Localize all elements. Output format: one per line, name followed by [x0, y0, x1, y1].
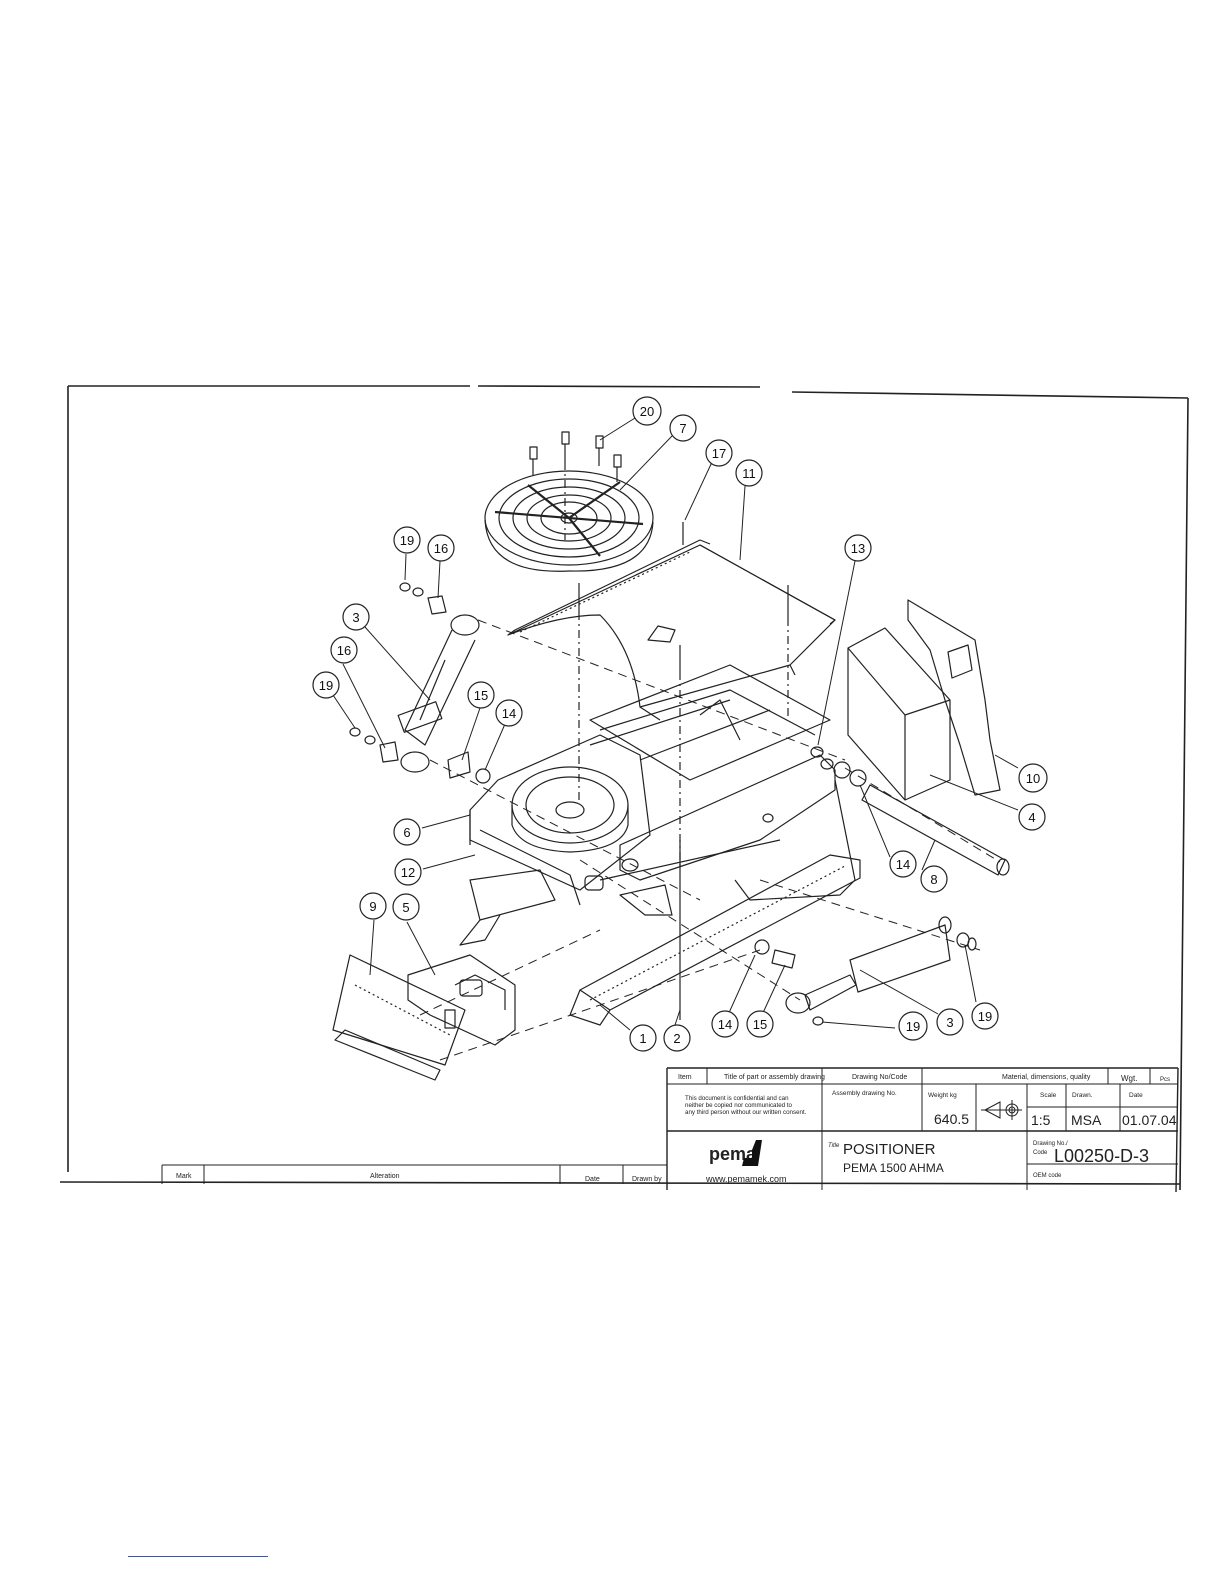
- callout-label: 6: [403, 825, 410, 840]
- tb-header-pcs: Pcs: [1160, 1077, 1170, 1083]
- callout-label: 19: [906, 1019, 920, 1034]
- callout-label: 14: [718, 1017, 732, 1032]
- callout-label: 12: [401, 865, 415, 880]
- tb-scale-label: Scale: [1040, 1092, 1057, 1099]
- tb-header-material: Material, dimensions, quality: [1002, 1074, 1091, 1081]
- cover-part-10: [907, 599, 1001, 796]
- screws-part-17: [578, 522, 789, 870]
- tb-drawn-label: Drawn.: [1072, 1092, 1093, 1099]
- valve-unit-part-5: [407, 954, 516, 1046]
- rev-date-label: Date: [585, 1176, 600, 1183]
- explosion-lines: [419, 619, 1001, 1061]
- tb-header-wgt: Wgt.: [1121, 1074, 1137, 1083]
- tb-scale-value: 1:5: [1031, 1112, 1051, 1128]
- callout-label: 4: [1028, 810, 1035, 825]
- pins-and-rings-left: [349, 582, 491, 784]
- drive-unit-part-12: [584, 875, 673, 916]
- tb-confidential-line-1: This document is confidential and can: [685, 1095, 789, 1102]
- projection-symbol-icon: [981, 1100, 1022, 1120]
- callout-label: 16: [337, 643, 351, 658]
- tb-header-item: Item: [678, 1074, 692, 1081]
- tb-drawing-no-value: L00250-D-3: [1054, 1146, 1149, 1166]
- callout-label: 20: [640, 404, 654, 419]
- tb-assembly-drawing-no-label: Assembly drawing No.: [832, 1090, 897, 1097]
- title-block: Item Title of part or assembly drawing D…: [666, 1067, 1179, 1193]
- pema-logo: pema: [709, 1140, 762, 1166]
- tb-date-value: 01.07.04: [1122, 1112, 1177, 1128]
- callout-label: 15: [753, 1017, 767, 1032]
- pins-and-rings-lower: [754, 939, 796, 969]
- callout-label: 3: [352, 610, 359, 625]
- bolts-part-20: [529, 431, 622, 540]
- callout-label: 19: [400, 533, 414, 548]
- callout-label: 14: [896, 857, 910, 872]
- callout-label: 10: [1026, 771, 1040, 786]
- tb-drawing-no-label-2: Code: [1033, 1150, 1048, 1156]
- callout-label: 19: [978, 1009, 992, 1024]
- callout-label: 1: [639, 1031, 646, 1046]
- fitting-part-13: [810, 746, 824, 758]
- pema-logo-mark-icon: [742, 1140, 762, 1166]
- callout-labels: 20 7 17 11 19 16 3 16 19 15 14 13 10 4 6…: [319, 404, 1040, 1046]
- tb-header-title: Title of part or assembly drawing: [724, 1074, 825, 1081]
- hydraulic-box-part-4: [847, 627, 951, 801]
- drawing-frame: [59, 385, 1189, 1191]
- shaft-part-8: [833, 761, 1010, 876]
- tb-drawing-no-label-1: Drawing No./: [1033, 1141, 1068, 1147]
- base-rails-part-1: [459, 839, 861, 1026]
- callout-leaders: [330, 417, 1019, 1031]
- tilting-frame-part-6: [469, 734, 651, 906]
- callout-label: 5: [402, 900, 409, 915]
- callout-label: 7: [679, 421, 686, 436]
- turntable-plate-part-7: [484, 470, 654, 572]
- side-arm: [619, 754, 856, 901]
- exploded-assembly-view: [332, 431, 1010, 1081]
- tb-confidential-line-3: any third person without our written con…: [685, 1109, 807, 1116]
- callout-label: 15: [474, 688, 488, 703]
- tb-confidential-line-2: neither be copied nor communicated to: [685, 1102, 793, 1109]
- callout-label: 8: [930, 872, 937, 887]
- hydraulic-cylinder-right-part-3: [785, 916, 977, 1026]
- callout-circles: [312, 396, 1048, 1052]
- tb-header-drawing-no: Drawing No/Code: [852, 1074, 907, 1081]
- tb-oem-code-label: OEM code: [1033, 1173, 1062, 1179]
- callout-label: 3: [946, 1015, 953, 1030]
- callout-label: 16: [434, 541, 448, 556]
- callout-label: 17: [712, 446, 726, 461]
- tb-title-line-2: PEMA 1500 AHMA: [843, 1161, 944, 1175]
- callout-label: 14: [502, 706, 516, 721]
- callout-label: 11: [742, 466, 756, 481]
- bottom-underline-decoration: [128, 1556, 268, 1557]
- top-cover-part-11: [507, 539, 836, 721]
- cover-part-9: [332, 954, 466, 1081]
- title-block-lines: [666, 1067, 1179, 1193]
- hydraulic-cylinder-left-part-3: [397, 614, 480, 773]
- tb-drawn-value: MSA: [1071, 1112, 1102, 1128]
- callout-balloons: 20 7 17 11 19 16 3 16 19 15 14 13 10 4 6…: [312, 396, 1048, 1052]
- callout-label: 2: [673, 1031, 680, 1046]
- rev-drawn-by-label: Drawn by: [632, 1176, 662, 1183]
- tb-date-label: Date: [1129, 1092, 1143, 1099]
- tb-title-label: Title: [828, 1143, 840, 1149]
- rev-mark-label: Mark: [176, 1173, 192, 1180]
- callout-label: 13: [851, 541, 865, 556]
- tb-title-line-1: POSITIONER: [843, 1141, 936, 1158]
- tb-weight-label: Weight kg: [928, 1092, 957, 1099]
- tb-website: www.pemamek.com: [705, 1174, 787, 1184]
- rev-alteration-label: Alteration: [370, 1173, 400, 1180]
- callout-label: 9: [369, 899, 376, 914]
- revision-block: Mark Alteration Date Drawn by: [161, 1164, 667, 1184]
- callout-label: 19: [319, 678, 333, 693]
- tb-weight-value: 640.5: [934, 1111, 969, 1127]
